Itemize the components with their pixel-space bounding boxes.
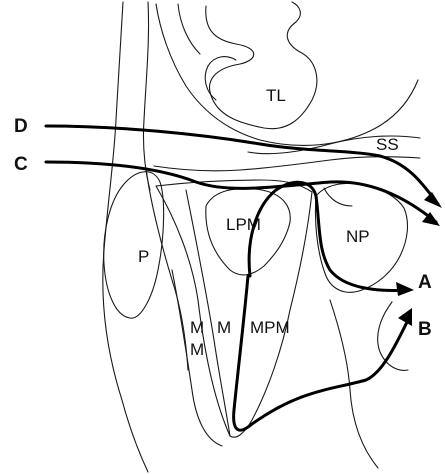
label-p: P xyxy=(138,247,149,266)
label-mm-top: M xyxy=(190,318,204,337)
temporal-lobe-outline xyxy=(206,2,317,129)
pterygoid-inner-line xyxy=(186,190,230,436)
label-mpm: MPM xyxy=(250,318,290,337)
anterior-contour-2 xyxy=(378,302,408,370)
label-np: NP xyxy=(346,227,370,246)
anatomy-outlines xyxy=(103,2,420,472)
label-tl: TL xyxy=(266,86,286,105)
label-d: D xyxy=(14,116,28,137)
label-mm-bottom: M xyxy=(190,340,204,359)
septum-line xyxy=(324,188,352,206)
label-ss: SS xyxy=(376,135,399,154)
label-c: C xyxy=(14,154,28,175)
inner-contour xyxy=(143,2,150,190)
label-b: B xyxy=(418,319,432,340)
pathway-a-line xyxy=(249,182,408,290)
sinus-lower xyxy=(154,157,420,171)
pathway-d-arrowhead xyxy=(424,192,442,208)
temporal-fold xyxy=(156,4,418,145)
pathway-c-line xyxy=(46,162,436,222)
label-a: A xyxy=(418,272,432,293)
label-lpm: LPM xyxy=(226,215,261,234)
parotid-outline xyxy=(104,172,164,318)
parotid-inner xyxy=(146,168,188,370)
pathway-b-line xyxy=(234,276,410,430)
temporal-fold-inner xyxy=(178,4,200,54)
pathway-a-arrowhead xyxy=(396,282,414,296)
fossa-outline xyxy=(205,57,236,100)
label-m: M xyxy=(217,318,231,337)
structure-labels: TL SS LPM NP P M M M MPM xyxy=(138,86,399,359)
posterior-contour xyxy=(103,2,148,472)
